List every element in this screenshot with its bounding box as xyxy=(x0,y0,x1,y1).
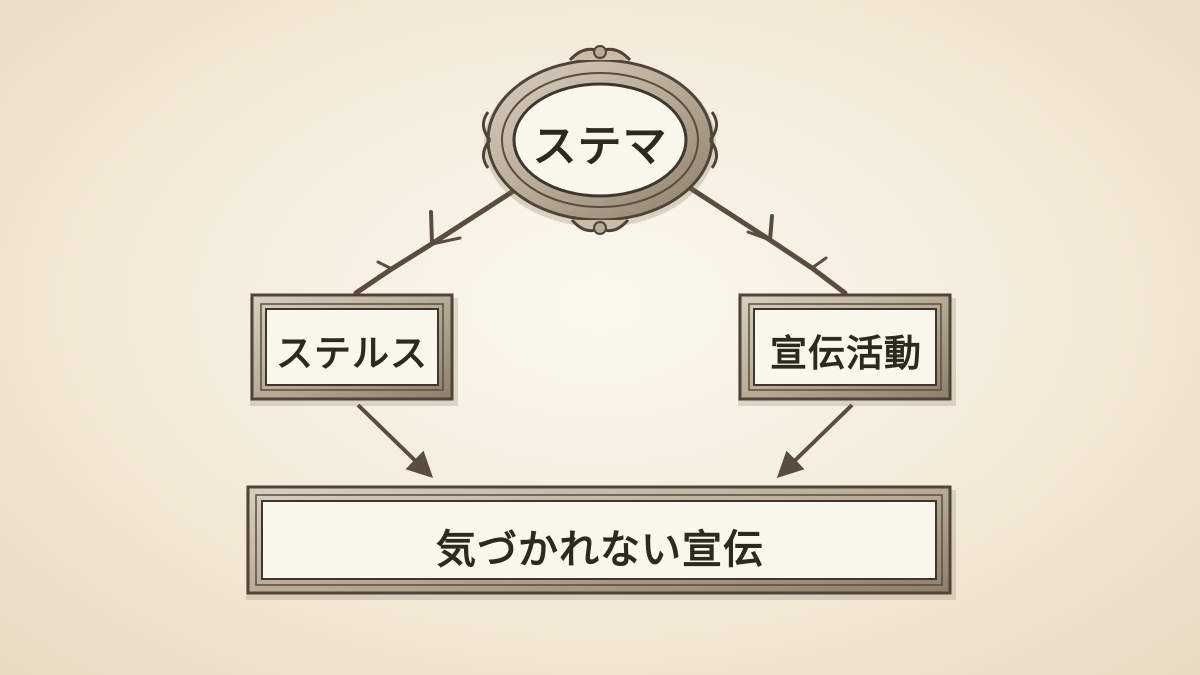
node-label-right: 宣伝活動 xyxy=(770,332,922,375)
node-label-top: ステマ xyxy=(532,121,668,172)
bottom-rect-frame xyxy=(246,485,956,600)
node-label-left: ステルス xyxy=(276,332,428,375)
node-label-bottom: 気づかれない宣伝 xyxy=(436,527,764,573)
branch-top-to-right xyxy=(684,183,848,296)
top-oval-frame xyxy=(482,45,718,235)
arrow-left-to-bottom xyxy=(356,403,434,479)
right-rect-frame xyxy=(738,293,956,406)
arrow-right-to-bottom xyxy=(776,403,854,479)
branch-top-to-left xyxy=(353,187,518,296)
left-rect-frame xyxy=(250,293,458,406)
